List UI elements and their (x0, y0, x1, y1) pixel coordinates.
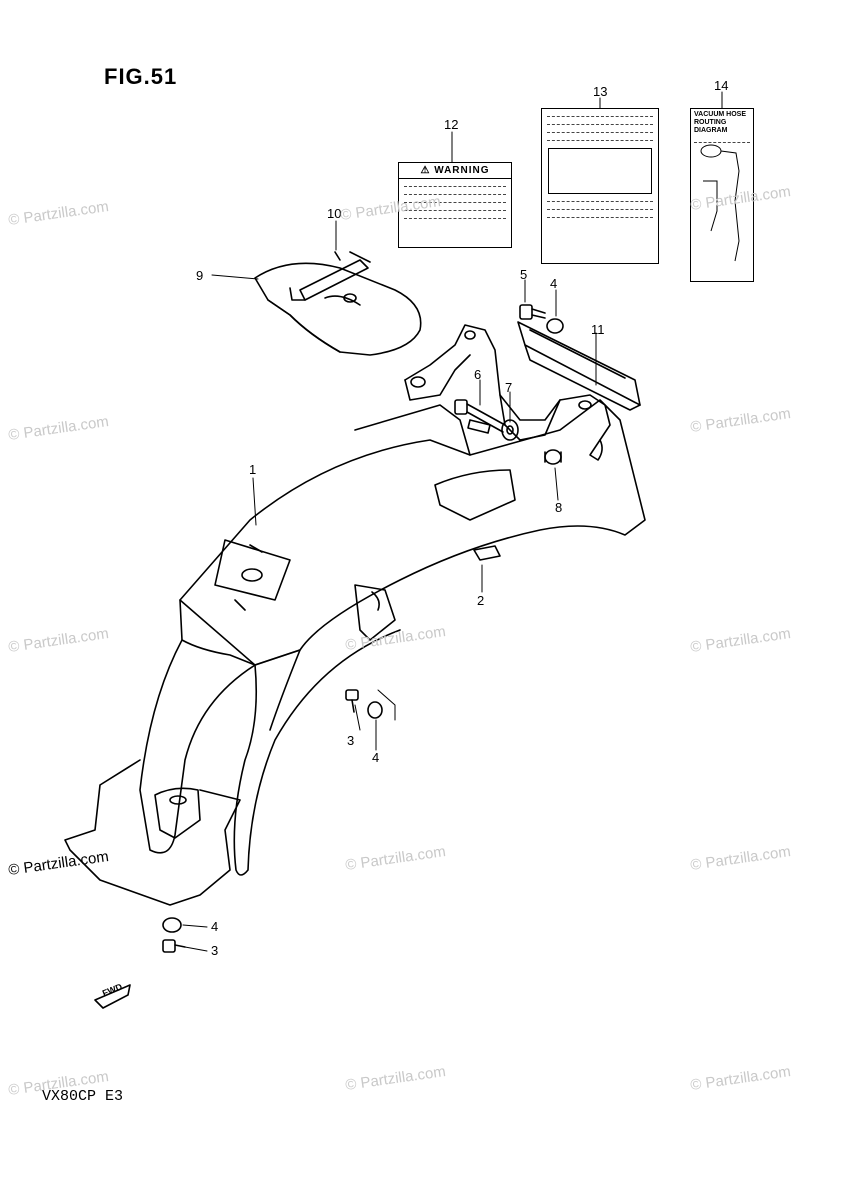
callout-4-top: 4 (550, 276, 558, 291)
callout-10: 10 (327, 206, 342, 221)
callout-12: 12 (444, 117, 459, 132)
info-table (548, 148, 652, 194)
callout-5: 5 (520, 267, 528, 282)
information-label (541, 108, 659, 264)
callout-2: 2 (477, 593, 485, 608)
spacer-8 (544, 449, 562, 465)
callout-11: 11 (591, 322, 605, 337)
nut-4-middle (367, 701, 383, 719)
warning-heading: ⚠ WARNING (399, 163, 511, 179)
fwd-arrow (94, 984, 131, 1009)
callout-3-bottom: 3 (211, 943, 219, 958)
callout-4-bottom: 4 (211, 919, 219, 934)
fender-bracket (404, 324, 611, 441)
bolt-3-middle (345, 689, 359, 713)
callout-1: 1 (249, 462, 257, 477)
callout-4: 4 (372, 750, 380, 765)
bolt-5 (519, 304, 546, 320)
vacuum-hose-label: VACUUM HOSE ROUTING DIAGRAM (690, 108, 754, 282)
strap-10 (289, 251, 371, 301)
model-code: VX80CP E3 (42, 1088, 124, 1105)
label-2 (473, 545, 501, 561)
warning-triangle-icon: ⚠ (420, 165, 431, 176)
callout-7: 7 (505, 380, 513, 395)
callout-13: 13 (593, 84, 608, 99)
callout-8: 8 (555, 500, 563, 515)
rear-fender (64, 399, 646, 906)
figure-title: FIG.51 (104, 64, 178, 89)
bolt-3-bottom (162, 939, 186, 953)
callout-6: 6 (474, 367, 482, 382)
vacuum-hose-heading: VACUUM HOSE ROUTING DIAGRAM (694, 111, 746, 134)
hose-routing-icon (700, 144, 740, 262)
nut-4-bottom (162, 917, 182, 933)
nut-4-top (546, 318, 564, 334)
callout-14: 14 (714, 78, 729, 93)
callout-3: 3 (347, 733, 355, 748)
reflector-cover-9 (254, 262, 422, 356)
bolt-6 (454, 399, 506, 433)
callout-9: 9 (196, 268, 204, 283)
leader-lines (182, 91, 723, 952)
warning-text: WARNING (434, 165, 490, 176)
warning-label: ⚠ WARNING (398, 162, 512, 248)
